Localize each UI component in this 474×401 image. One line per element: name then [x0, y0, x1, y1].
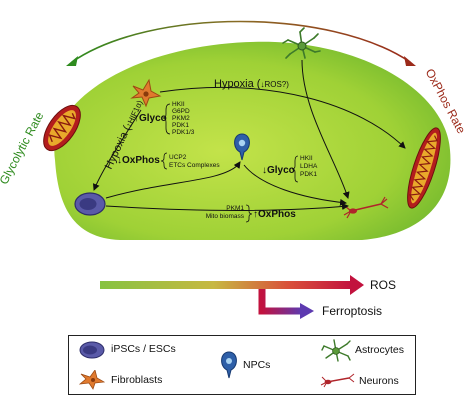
legend-astrocyte-icon: [321, 339, 351, 362]
ferroptosis-branch: [258, 289, 302, 315]
arrow-npc-to-neuron: [243, 164, 347, 206]
gene-pkm1: PKM1: [226, 205, 244, 212]
legend-npc-label: NPCs: [243, 359, 271, 371]
ros-arrow-head: [350, 275, 364, 295]
gene-pdk13: PDK1/3: [172, 129, 195, 136]
legend-ipsc-icon: [79, 341, 105, 359]
ferroptosis-label: Ferroptosis: [322, 304, 383, 318]
arrow-astrocyte-to-neuron: [301, 59, 350, 199]
right-glyco-pathway: ↓Glyco HKII LDHA PDK1: [262, 155, 318, 183]
bottom-oxphos-pathway: PKM1 Mito biomass ↑OxPhos: [206, 204, 296, 223]
ferroptosis-arrow-head: [300, 303, 314, 319]
legend-fibroblast-icon: [79, 370, 105, 390]
arrow-ipsc-to-neuron: [105, 203, 349, 211]
glycolytic-rate-label: Glycolytic Rate: [0, 109, 47, 187]
gene-hkii-right: HKII: [300, 155, 313, 162]
arrow-ipsc-to-npc: [105, 161, 241, 199]
rate-arc-left-head: [66, 56, 78, 66]
upper-glyco-pathway: ↑Glyco HKII G6PD PKM2 PDK1 PDK1/3: [134, 101, 195, 136]
svg-text:↓Glyco: ↓Glyco: [262, 165, 295, 176]
gene-pkm2: PKM2: [172, 115, 190, 122]
hypoxia-top-label: Hypoxia (↓ROS?): [214, 78, 289, 90]
legend-astrocyte-label: Astrocytes: [355, 344, 405, 356]
rate-arc-right-head: [404, 56, 416, 66]
gene-pdk1: PDK1: [172, 122, 189, 129]
gene-ucp2: UCP2: [169, 154, 187, 161]
legend-npc-icon: [221, 351, 237, 379]
gene-ldha: LDHA: [300, 163, 318, 170]
gene-pdk1-right: PDK1: [300, 171, 317, 178]
ipsc-cell-icon: [74, 192, 106, 216]
legend-ipsc-label: iPSCs / ESCs: [111, 343, 176, 355]
gene-hkii: HKII: [172, 101, 185, 108]
mitochondrion-left-icon: [43, 104, 81, 152]
npc-cell-icon: [234, 133, 250, 161]
astrocyte-cell-icon: [282, 27, 321, 59]
gene-mito-biomass: Mito biomass: [206, 213, 245, 220]
svg-text:↓OxPhos: ↓OxPhos: [117, 155, 160, 166]
legend-fibroblast-label: Fibroblasts: [111, 374, 163, 386]
legend-neuron-label: Neurons: [359, 375, 399, 387]
gene-g6pd: G6PD: [172, 108, 190, 115]
svg-text:↑OxPhos: ↑OxPhos: [253, 209, 296, 220]
fibroblast-cell-icon: [130, 78, 162, 108]
mitochondrion-right-icon: [407, 127, 441, 209]
arrow-fibroblast-to-ipsc: [92, 109, 142, 191]
rate-arc: [71, 20, 411, 63]
lower-oxphos-pathway: ↓OxPhos UCP2 ETCs Complexes: [117, 152, 220, 170]
neuron-cell-icon: [343, 196, 389, 219]
svg-text:↑Glyco: ↑Glyco: [134, 113, 167, 124]
ros-arrow-bar: [100, 281, 352, 289]
cell-region: [54, 41, 451, 241]
svg-text:Glycolytic Rate: Glycolytic Rate: [0, 109, 47, 187]
ros-label: ROS: [370, 278, 397, 292]
arrow-fibroblast-to-neuron: [159, 86, 406, 149]
gene-etcs-complexes: ETCs Complexes: [169, 162, 220, 169]
legend-neuron-icon: [320, 373, 355, 388]
legend: iPSCs / ESCs Fibroblasts NPCs Astrocytes…: [68, 335, 416, 395]
